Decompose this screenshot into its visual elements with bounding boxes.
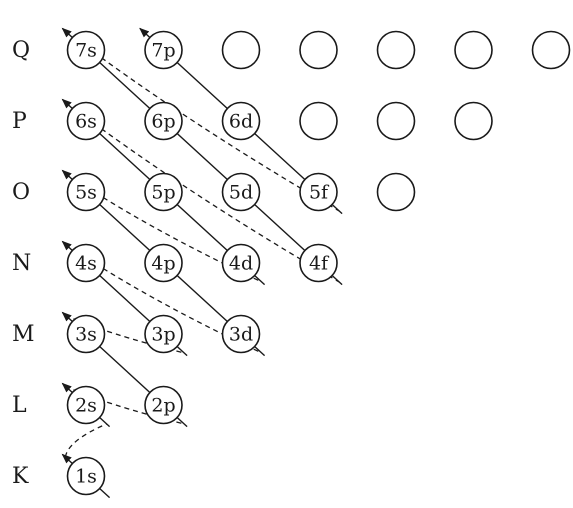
shell-label-p: P	[12, 109, 27, 134]
orbital-5s: 5s	[66, 172, 106, 212]
orbital-circle	[66, 314, 106, 354]
orbital-empty	[221, 30, 261, 70]
orbital-4f: 4f	[299, 243, 338, 283]
orbital-5d: 5d	[221, 172, 261, 212]
orbital-label: 5s	[75, 182, 97, 204]
orbital-circle	[454, 30, 493, 70]
orbital-circle	[221, 101, 261, 141]
orbital-circle	[144, 30, 183, 70]
orbital-circle	[66, 385, 106, 425]
orbital-circle	[531, 30, 571, 70]
orbital-6p: 6p	[144, 101, 183, 141]
orbital-4s: 4s	[66, 243, 106, 283]
orbital-circle	[221, 30, 261, 70]
shell-label-m: M	[12, 322, 35, 347]
orbital-label: 4f	[309, 253, 330, 275]
orbital-circle	[221, 314, 261, 354]
orbital-circle	[144, 243, 183, 283]
orbital-5f: 5f	[299, 172, 338, 212]
orbital-circle	[66, 172, 106, 212]
orbital-circle	[376, 101, 416, 141]
orbital-7s: 7s	[66, 30, 106, 70]
orbital-label: 6p	[151, 111, 175, 133]
orbital-empty	[531, 30, 571, 70]
orbital-3s: 3s	[66, 314, 106, 354]
orbital-label: 7p	[151, 40, 175, 62]
orbital-grid: 7s 7p 6s 6p 6d 5s 5p 5d 5f 4s 4p 4d 4f 3s 3p 3d 2s 2p 1s	[66, 30, 571, 496]
shell-label-o: O	[12, 180, 30, 205]
filling-line-4f-5d-6p-7s	[61, 27, 343, 286]
orbital-6s: 6s	[66, 101, 106, 141]
orbital-7p: 7p	[144, 30, 183, 70]
orbital-4d: 4d	[221, 243, 261, 283]
orbital-label: 6d	[229, 111, 253, 133]
orbital-circle	[144, 172, 183, 212]
orbital-3d: 3d	[221, 314, 261, 354]
orbital-empty	[299, 101, 338, 141]
orbital-6d: 6d	[221, 101, 261, 141]
orbital-circle	[144, 385, 183, 425]
orbital-label: 3p	[151, 324, 175, 346]
orbital-label: 2s	[75, 395, 97, 417]
orbital-circle	[299, 30, 338, 70]
orbital-empty	[299, 30, 338, 70]
orbital-label: 3s	[75, 324, 97, 346]
orbital-label: 2p	[151, 395, 175, 417]
shell-label-n: N	[12, 251, 31, 276]
orbital-circle	[66, 30, 106, 70]
orbital-circle	[221, 243, 261, 283]
orbital-circle	[66, 243, 106, 283]
orbital-label: 5d	[229, 182, 253, 204]
orbital-circle	[376, 30, 416, 70]
orbital-3p: 3p	[144, 314, 183, 354]
orbital-circle	[144, 101, 183, 141]
orbital-circle	[454, 101, 493, 141]
orbital-circle	[376, 172, 416, 212]
orbital-circle	[299, 172, 338, 212]
orbital-empty	[454, 30, 493, 70]
orbital-2p: 2p	[144, 385, 183, 425]
shell-label-q: Q	[12, 38, 30, 63]
orbital-label: 4d	[229, 253, 253, 275]
orbital-label: 5f	[309, 182, 330, 204]
orbital-circle	[144, 314, 183, 354]
transition-loop	[64, 30, 340, 212]
orbital-empty	[376, 101, 416, 141]
orbital-label: 3d	[229, 324, 253, 346]
orbital-circle	[299, 243, 338, 283]
orbital-2s: 2s	[66, 385, 106, 425]
orbital-label: 5p	[151, 182, 175, 204]
shell-label-k: K	[12, 464, 29, 489]
orbital-empty	[376, 30, 416, 70]
shell-label-l: L	[12, 393, 27, 418]
orbital-label: 6s	[75, 111, 97, 133]
orbital-circle	[299, 101, 338, 141]
orbital-label: 1s	[75, 466, 97, 488]
orbital-circle	[221, 172, 261, 212]
orbital-4p: 4p	[144, 243, 183, 283]
orbital-5p: 5p	[144, 172, 183, 212]
orbital-empty	[376, 172, 416, 212]
orbital-label: 4p	[151, 253, 175, 275]
orbital-empty	[454, 101, 493, 141]
orbital-label: 7s	[75, 40, 97, 62]
orbital-1s: 1s	[66, 456, 106, 496]
transition-loop	[64, 423, 107, 458]
orbital-circle	[66, 456, 106, 496]
shell-labels: Q P O N M L K	[12, 38, 35, 489]
orbital-label: 4s	[75, 253, 97, 275]
orbital-circle	[66, 101, 106, 141]
transition-loop	[64, 101, 340, 283]
